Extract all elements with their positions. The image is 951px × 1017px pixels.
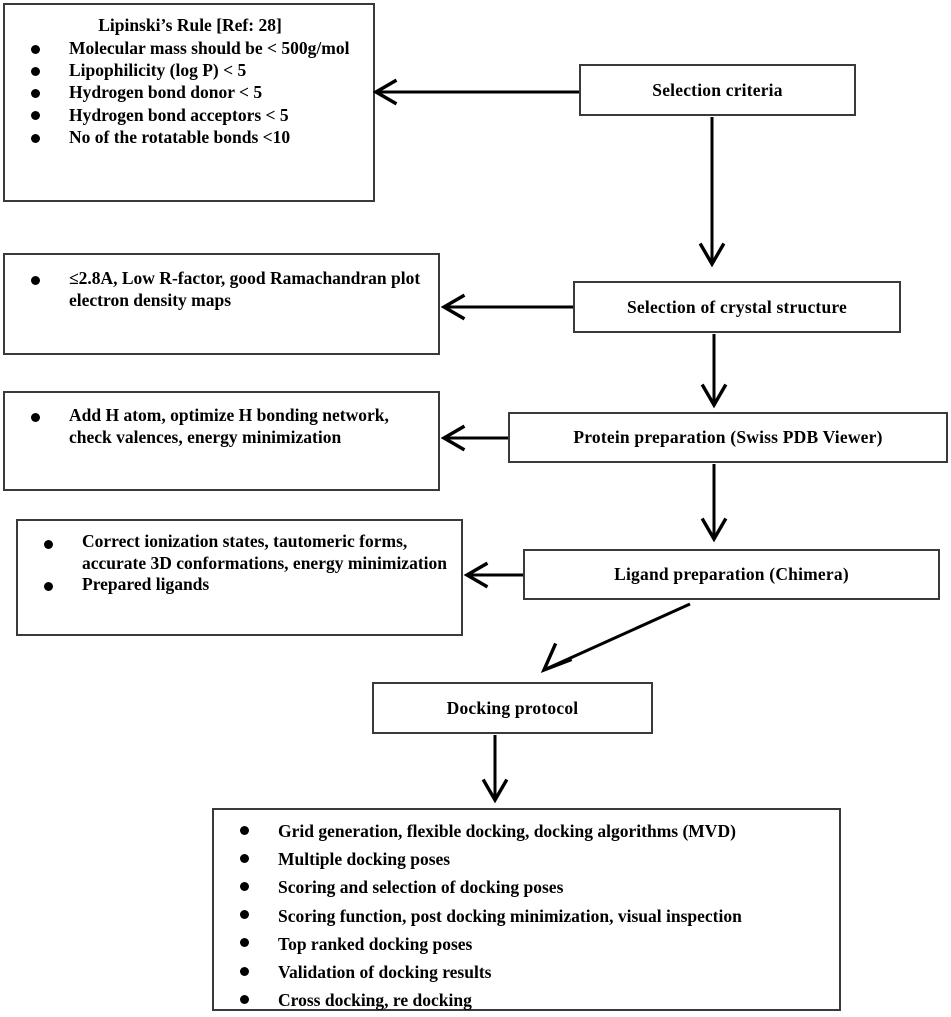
list-item: ≤2.8A, Low R-factor, good Ramachandran p… <box>15 261 430 311</box>
list-item-text: Top ranked docking poses <box>278 933 473 954</box>
node-docking-details: Grid generation, flexible docking, docki… <box>212 808 841 1011</box>
bullet-dot-icon <box>240 853 249 863</box>
list-item: Scoring function, post docking minimizat… <box>224 905 831 927</box>
bullet-dot-icon <box>240 910 249 920</box>
arrow-selection-criteria-to-crystal-structure <box>696 117 728 268</box>
list-item: Hydrogen bond acceptors < 5 <box>15 104 365 126</box>
bullet-dot-icon <box>240 825 249 835</box>
list-item-text: Lipophilicity (log P) < 5 <box>69 60 247 81</box>
list-item-text: Prepared ligands <box>82 574 210 595</box>
arrow-ligand-preparation-to-docking-protocol <box>530 598 700 682</box>
list-item: Grid generation, flexible docking, docki… <box>224 820 831 842</box>
bullet-dot-icon <box>31 111 40 121</box>
lipinski-title: Lipinski’s Rule [Ref: 28] <box>98 15 282 35</box>
list-item: Lipophilicity (log P) < 5 <box>15 59 365 81</box>
docking-details-bullet-list: Grid generation, flexible docking, docki… <box>224 820 831 1012</box>
crystal-criteria-bullet-list: ≤2.8A, Low R-factor, good Ramachandran p… <box>15 261 430 311</box>
list-item-text: ≤2.8A, Low R-factor, good Ramachandran p… <box>69 268 421 311</box>
list-item-text: Add H atom, optimize H bonding network, … <box>69 405 389 448</box>
bullet-dot-icon <box>44 582 53 592</box>
bullet-dot-icon <box>240 966 249 976</box>
node-lipinski-rule: Lipinski’s Rule [Ref: 28] Molecular mass… <box>3 3 375 202</box>
list-item-text: No of the rotatable bonds <10 <box>69 126 291 147</box>
list-item: No of the rotatable bonds <10 <box>15 126 365 148</box>
ligand-details-bullet-list: Correct ionization states, tautomeric fo… <box>28 527 453 596</box>
list-item-text: Correct ionization states, tautomeric fo… <box>82 531 447 573</box>
lipinski-bullet-list: Molecular mass should be < 500g/mol Lipo… <box>15 37 365 148</box>
node-protein-preparation-details: Add H atom, optimize H bonding network, … <box>3 391 440 491</box>
list-item: Multiple docking poses <box>224 848 831 870</box>
arrow-selection-criteria-to-lipinski <box>372 78 581 106</box>
list-item: Add H atom, optimize H bonding network, … <box>15 399 430 448</box>
bullet-dot-icon <box>240 882 249 892</box>
list-item-text: Molecular mass should be < 500g/mol <box>69 38 350 58</box>
ligand-preparation-label: Ligand preparation (Chimera) <box>614 564 849 584</box>
list-item-text: Validation of docking results <box>278 962 492 983</box>
bullet-dot-icon <box>31 413 40 422</box>
node-crystal-structure-criteria: ≤2.8A, Low R-factor, good Ramachandran p… <box>3 253 440 355</box>
list-item: Molecular mass should be < 500g/mol <box>15 37 365 59</box>
list-item-text: Hydrogen bond acceptors < 5 <box>69 104 289 125</box>
node-ligand-preparation: Ligand preparation (Chimera) <box>523 549 940 600</box>
protein-preparation-label: Protein preparation (Swiss PDB Viewer) <box>573 427 883 447</box>
node-ligand-preparation-details: Correct ionization states, tautomeric fo… <box>16 519 463 636</box>
protein-details-bullet-list: Add H atom, optimize H bonding network, … <box>15 399 430 448</box>
docking-protocol-label: Docking protocol <box>446 697 579 718</box>
bullet-dot-icon <box>31 89 40 99</box>
list-item: Validation of docking results <box>224 961 831 983</box>
arrow-protein-preparation-to-details <box>440 424 511 452</box>
node-selection-of-crystal-structure: Selection of crystal structure <box>573 281 901 333</box>
arrow-protein-preparation-to-ligand-preparation <box>698 464 730 543</box>
arrow-crystal-structure-to-protein-preparation <box>698 334 730 409</box>
list-item-text: Scoring and selection of docking poses <box>278 877 564 898</box>
list-item-text: Multiple docking poses <box>278 849 451 870</box>
node-docking-protocol: Docking protocol <box>372 682 653 734</box>
bullet-dot-icon <box>240 938 249 948</box>
selection-of-crystal-structure-label: Selection of crystal structure <box>627 296 847 317</box>
arrow-docking-protocol-to-details <box>479 735 511 804</box>
arrow-ligand-preparation-to-details <box>463 561 526 589</box>
node-protein-preparation: Protein preparation (Swiss PDB Viewer) <box>508 412 948 463</box>
bullet-dot-icon <box>31 44 40 54</box>
arrow-crystal-structure-to-criteria <box>440 293 575 321</box>
list-item-text: Hydrogen bond donor < 5 <box>69 82 263 103</box>
list-item-text: Cross docking, re docking <box>278 990 472 1011</box>
list-item: Top ranked docking poses <box>224 933 831 955</box>
list-item: Prepared ligands <box>28 574 453 596</box>
list-item: Cross docking, re docking <box>224 989 831 1011</box>
node-selection-criteria: Selection criteria <box>579 64 856 116</box>
bullet-dot-icon <box>240 994 249 1004</box>
list-item: Correct ionization states, tautomeric fo… <box>28 527 453 574</box>
bullet-dot-icon <box>44 539 53 549</box>
selection-criteria-label: Selection criteria <box>652 79 783 100</box>
list-item: Hydrogen bond donor < 5 <box>15 81 365 103</box>
bullet-dot-icon <box>31 66 40 76</box>
bullet-dot-icon <box>31 133 40 143</box>
list-item-text: Grid generation, flexible docking, docki… <box>278 821 736 841</box>
list-item-text: Scoring function, post docking minimizat… <box>278 905 742 926</box>
bullet-dot-icon <box>31 275 40 285</box>
list-item: Scoring and selection of docking poses <box>224 876 831 898</box>
